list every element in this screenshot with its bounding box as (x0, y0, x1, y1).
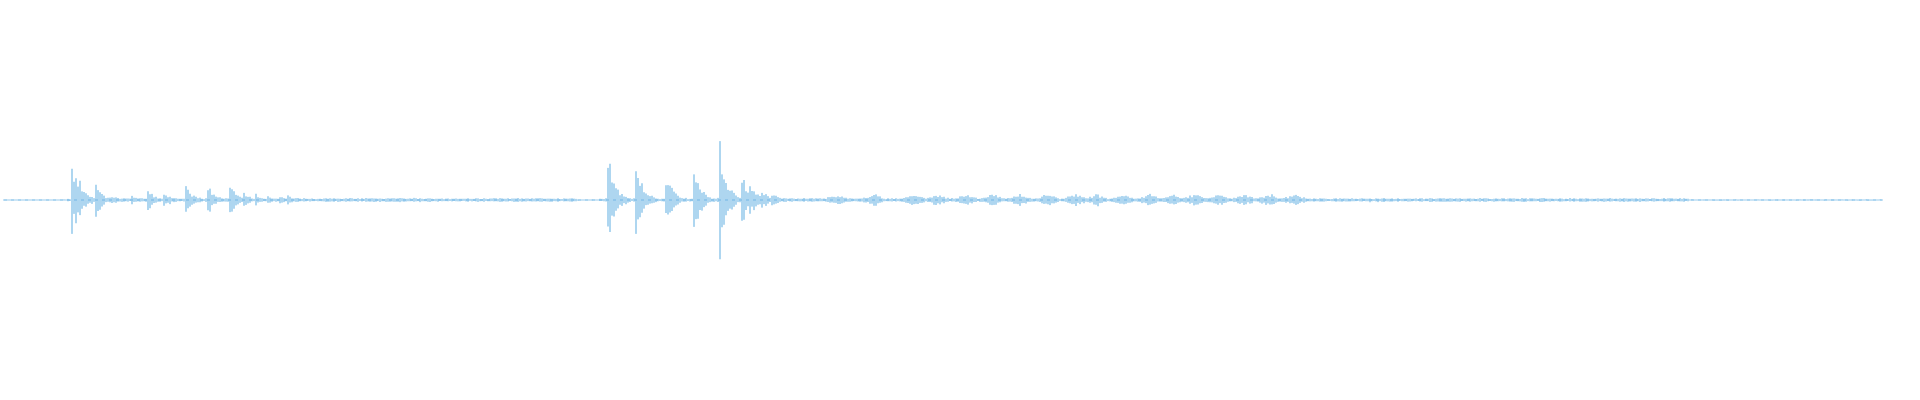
waveform-samples (3, 141, 1883, 260)
